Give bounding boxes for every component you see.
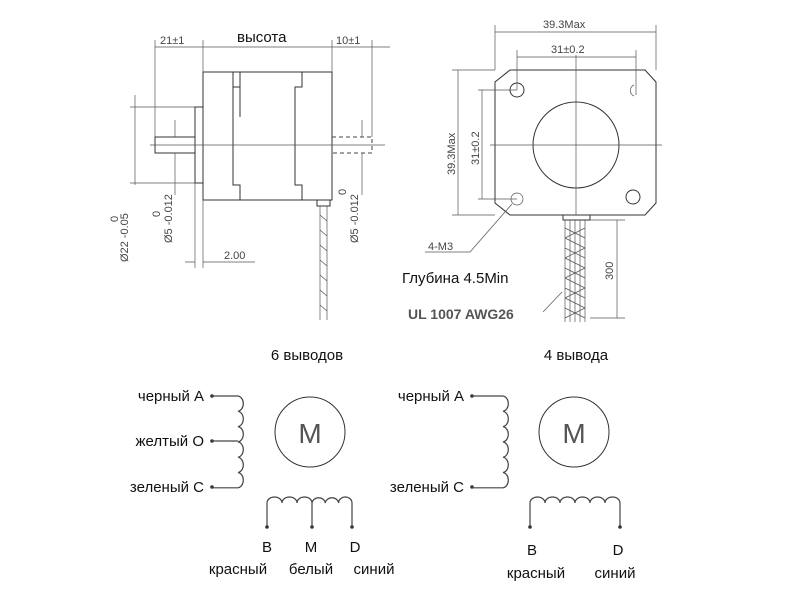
flange (494, 69, 657, 216)
side-view: 21±1 высота 10±1 Ø22 -0.05 0 Ø5 -0.012 0… (109, 29, 390, 320)
lead-color: белый (289, 561, 333, 578)
lead-color: синий (595, 565, 636, 582)
motor-circle (274, 396, 346, 468)
six-wire-schematic: 6 выводов черный A желтый O зеленый C M … (130, 347, 395, 578)
dim-height: высота (237, 29, 287, 46)
dim-rear-shaft: 10±1 (336, 35, 360, 47)
dim-wire-length: 300 (604, 262, 616, 280)
dim-boss-diameter: Ø22 -0.05 (119, 213, 131, 262)
lead-label: черный A (138, 388, 204, 405)
motor-body (202, 71, 333, 201)
front-view: 39.3Max 31±0.2 39.3Max 31±0.2 300 4-M3 Г… (402, 19, 662, 322)
lead-label: зеленый C (390, 479, 464, 496)
four-wire-schematic: 4 вывода черный A зеленый C M B D красны… (390, 347, 636, 582)
motor-inner-outline (232, 72, 303, 200)
mount-hole (625, 189, 641, 205)
lead-letter: B (262, 539, 272, 556)
lead-letter: B (527, 542, 537, 559)
motor-circle (538, 396, 610, 468)
coil-a (472, 395, 509, 489)
dim-front-shaft: 21±1 (160, 35, 184, 47)
holes-label: 4-M3 (428, 241, 453, 253)
lead-label: желтый O (136, 433, 205, 450)
lead-color: красный (507, 565, 565, 582)
wire-exit (316, 199, 331, 207)
dim-width: 39.3Max (543, 19, 586, 31)
lead-letter: D (613, 542, 624, 559)
lead-color: синий (354, 561, 395, 578)
dim-hole-spacing-h: 31±0.2 (551, 44, 585, 56)
wires (564, 220, 586, 322)
dim-boss-tol: 0 (109, 216, 121, 222)
dim-shaft-tol: 0 (151, 211, 163, 217)
four-wire-title: 4 вывода (544, 347, 609, 364)
coil-b (529, 496, 621, 527)
dim-hole-spacing-v: 31±0.2 (470, 131, 482, 165)
dim-boss-height: 2.00 (224, 250, 245, 262)
dim-rear-shaft-diameter: Ø5 -0.012 (349, 194, 361, 243)
motor-symbol: M (562, 418, 585, 449)
motor-symbol: M (298, 418, 321, 449)
lead-letter: M (305, 539, 318, 556)
lead-color: красный (209, 561, 267, 578)
wires (319, 206, 328, 320)
coil-a (212, 395, 244, 489)
mount-hole (630, 84, 635, 97)
wire-exit (562, 214, 591, 221)
dim-height-v: 39.3Max (446, 132, 458, 175)
lead-label: зеленый C (130, 479, 204, 496)
dim-shaft-diameter: Ø5 -0.012 (163, 194, 175, 243)
dim-rear-tol: 0 (337, 189, 349, 195)
lead-letter: D (350, 539, 361, 556)
lead-label: черный A (398, 388, 464, 405)
depth-label: Глубина 4.5Min (402, 270, 509, 287)
wire-spec-label: UL 1007 AWG26 (408, 306, 514, 322)
six-wire-title: 6 выводов (271, 347, 343, 364)
coil-b (266, 496, 353, 527)
